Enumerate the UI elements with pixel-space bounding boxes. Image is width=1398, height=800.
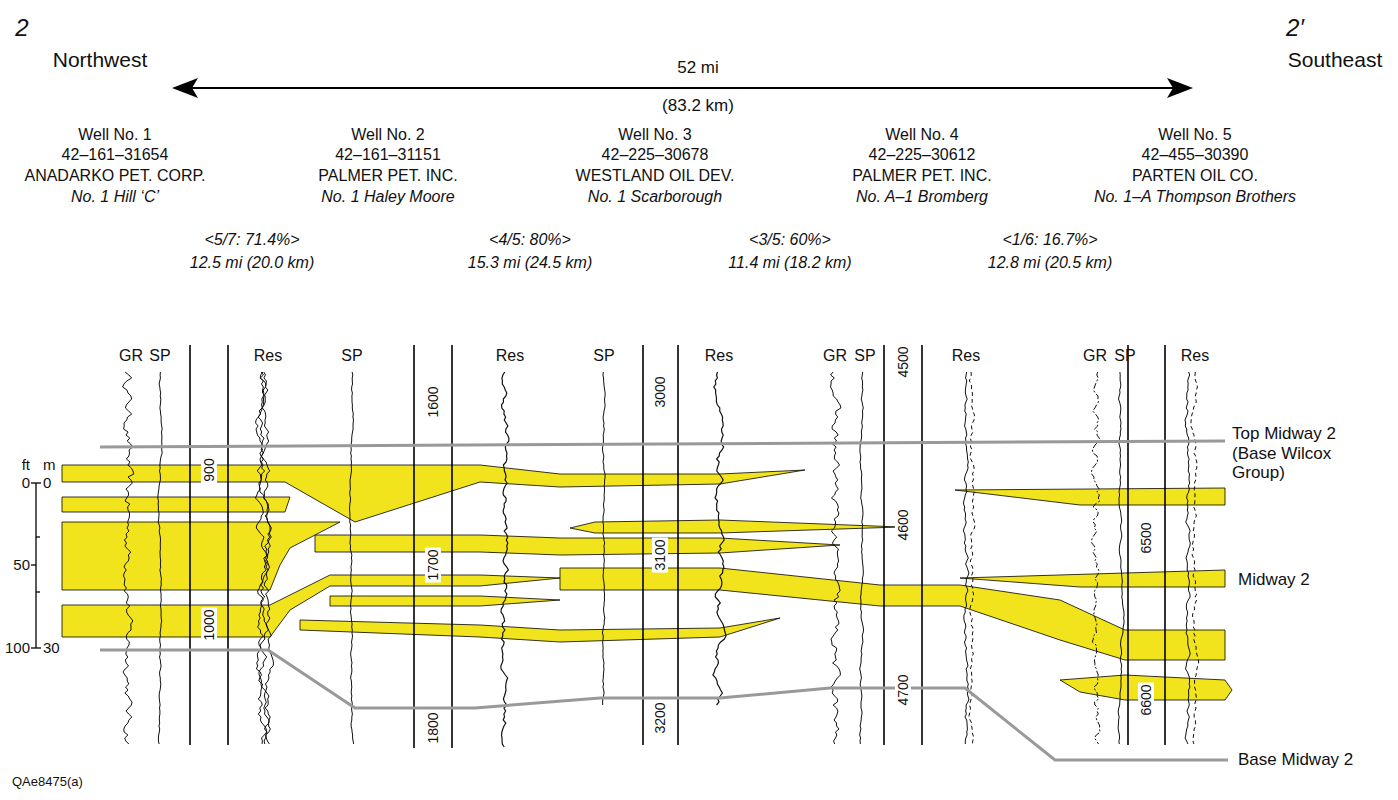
operator-name: ANADARKO PET. CORP. (24, 167, 205, 185)
api-number: 42–225–30678 (602, 146, 709, 164)
lease-name: No. 1 Scarborough (588, 188, 722, 206)
depth-mark: 4600 (895, 507, 911, 542)
log-curve (969, 372, 975, 744)
correlation-ratio: <3/5: 60%> (749, 231, 831, 249)
log-name: SP (341, 347, 362, 365)
log-name: Res (952, 347, 980, 365)
scale-value: 30 (43, 639, 60, 656)
depth-mark: 900 (201, 456, 217, 483)
well-number: Well No. 5 (1158, 126, 1232, 144)
well-spacing: 12.8 mi (20.5 km) (988, 254, 1112, 272)
log-curve (1191, 372, 1199, 744)
lease-name: No. 1 Hill ‘C’ (71, 188, 159, 206)
depth-mark: 4500 (895, 344, 911, 379)
log-name: SP (1114, 347, 1135, 365)
scale-value: 0 (22, 474, 30, 491)
depth-mark: 1800 (425, 710, 441, 745)
operator-name: WESTLAND OIL DEV. (576, 167, 735, 185)
lease-name: No. 1–A Thompson Brothers (1094, 188, 1296, 206)
scale-unit: m (43, 456, 56, 473)
log-curve (261, 372, 273, 744)
depth-mark: 6600 (1138, 682, 1154, 717)
section-end-label: 2 (15, 14, 28, 42)
well-spacing: 11.4 mi (18.2 km) (728, 254, 851, 272)
scale-unit: ft (22, 456, 30, 473)
depth-mark: 3100 (652, 537, 668, 572)
log-curve (123, 372, 134, 744)
log-name: Res (496, 347, 524, 365)
direction-label: Southeast (1288, 48, 1383, 72)
scale-value: 0 (43, 474, 51, 491)
depth-mark: 4700 (895, 672, 911, 707)
scale-value: 50 (13, 556, 30, 573)
scale-bar (31, 483, 41, 648)
depth-mark: 3000 (652, 374, 668, 409)
sand-bodies (62, 465, 1232, 700)
well-number: Well No. 1 (78, 126, 152, 144)
lease-name: No. A–1 Bromberg (856, 188, 988, 206)
log-curve (1092, 372, 1101, 744)
section-end-label: 2′ (1286, 14, 1304, 42)
correlation-ratio: <1/6: 16.7%> (1002, 231, 1097, 249)
distance-label: 52 mi (677, 58, 719, 78)
figure-id: QAe8475(a) (12, 775, 83, 790)
log-curve (501, 372, 509, 747)
log-name: GR (823, 347, 847, 365)
api-number: 42–225–30612 (869, 146, 976, 164)
operator-name: PARTEN OIL CO. (1132, 167, 1258, 185)
depth-tracks (190, 345, 1165, 748)
horizon-label: Base Midway 2 (1238, 750, 1353, 770)
log-name: GR (1083, 347, 1107, 365)
log-curve (158, 372, 162, 744)
well-spacing: 15.3 mi (24.5 km) (468, 254, 592, 272)
log-name: GR (119, 347, 143, 365)
log-name: Res (254, 347, 282, 365)
log-curve (1118, 372, 1124, 744)
log-curve (713, 372, 726, 705)
lease-name: No. 1 Haley Moore (321, 188, 454, 206)
log-name: SP (854, 347, 875, 365)
horizon-label: Top Midway 2 (Base Wilcox Group) (1232, 424, 1382, 483)
operator-name: PALMER PET. INC. (852, 167, 991, 185)
log-curve (602, 372, 605, 705)
operator-name: PALMER PET. INC. (318, 167, 457, 185)
well-number: Well No. 3 (618, 126, 692, 144)
well-number: Well No. 2 (351, 126, 425, 144)
log-curves (123, 372, 1199, 747)
log-curve (350, 372, 354, 744)
depth-mark: 3200 (652, 700, 668, 735)
horizon-label: Midway 2 (1238, 570, 1310, 590)
log-name: Res (705, 347, 733, 365)
distance-label: (83.2 km) (662, 96, 734, 116)
log-curve (1185, 372, 1190, 744)
scale-value: 100 (5, 639, 30, 656)
datum-lines (100, 441, 1228, 760)
log-name: SP (593, 347, 614, 365)
depth-mark: 1600 (425, 384, 441, 419)
log-name: Res (1181, 347, 1209, 365)
api-number: 42–455–30390 (1142, 146, 1249, 164)
distance-arrow (172, 78, 1193, 98)
log-curve (256, 372, 271, 744)
well-spacing: 12.5 mi (20.0 km) (190, 254, 314, 272)
api-number: 42–161–31654 (62, 146, 169, 164)
depth-mark: 1700 (425, 547, 441, 582)
depth-mark: 1000 (201, 607, 217, 642)
well-number: Well No. 4 (885, 126, 959, 144)
direction-label: Northwest (53, 48, 148, 72)
api-number: 42–161–31151 (335, 146, 441, 164)
depth-mark: 6500 (1138, 520, 1154, 555)
correlation-ratio: <4/5: 80%> (489, 231, 571, 249)
log-name: SP (149, 347, 170, 365)
correlation-ratio: <5/7: 71.4%> (204, 231, 299, 249)
